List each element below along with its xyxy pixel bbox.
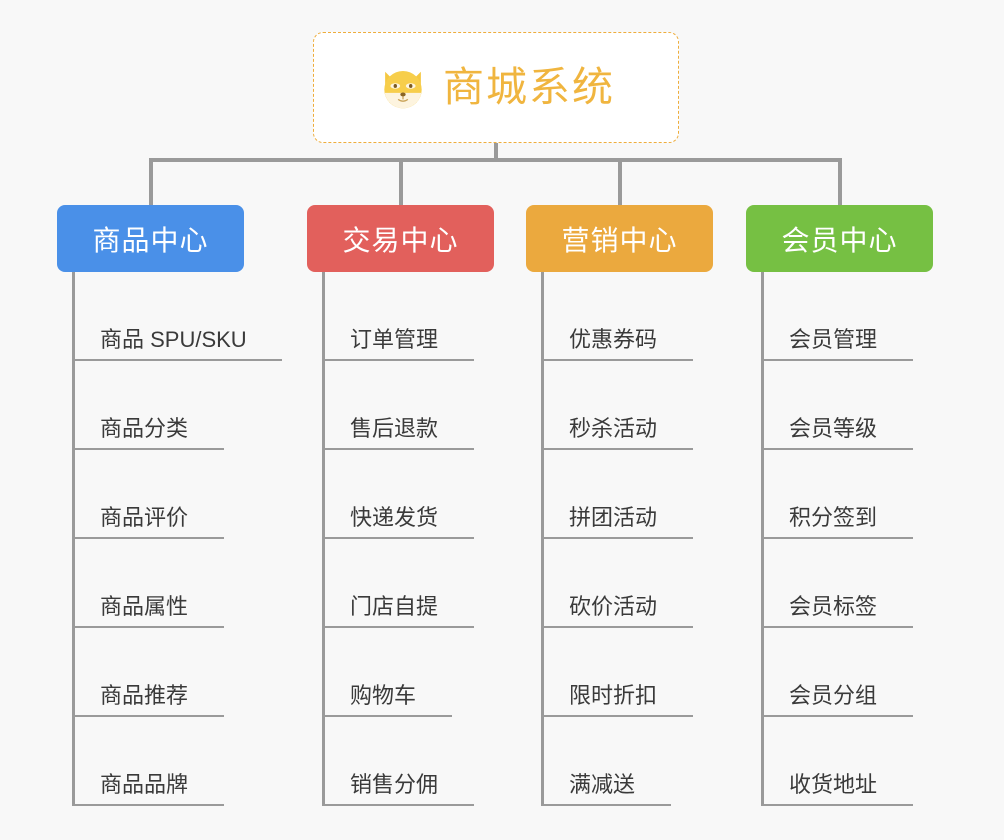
leaf-underline [541,626,693,628]
column-spine [72,272,75,806]
shiba-dog-face-icon [377,62,429,114]
leaf-underline [541,537,693,539]
leaf-item[interactable]: 商品推荐 [72,628,234,717]
leaf-label: 积分签到 [789,505,878,530]
leaf-underline [322,715,452,717]
leaf-item[interactable]: 拼团活动 [541,450,703,539]
leaf-label: 商品品牌 [100,772,189,797]
connector-root-stem [494,143,498,162]
leaf-label: 会员分组 [789,683,878,708]
column-spine [541,272,544,806]
leaf-underline [72,626,224,628]
leaf-item[interactable]: 砍价活动 [541,539,703,628]
leaf-underline [72,804,224,806]
category-box-2[interactable]: 交易中心 [307,205,494,272]
column-spine [322,272,325,806]
leaf-underline [541,359,693,361]
leaf-underline [72,537,224,539]
leaf-item[interactable]: 订单管理 [322,272,484,361]
leaf-underline [761,626,913,628]
leaf-label: 会员标签 [789,594,878,619]
leaf-item[interactable]: 商品品牌 [72,717,234,806]
category-box-3[interactable]: 营销中心 [526,205,713,272]
root-title: 商城系统 [443,64,615,110]
leaf-underline [541,448,693,450]
leaf-label: 拼团活动 [569,505,658,530]
leaf-label: 秒杀活动 [569,416,658,441]
leaf-label: 订单管理 [350,327,439,352]
leaf-underline [761,448,913,450]
leaf-label: 商品分类 [100,416,189,441]
leaf-item[interactable]: 商品分类 [72,361,234,450]
leaf-label: 商品评价 [100,505,189,530]
leaf-item[interactable]: 售后退款 [322,361,484,450]
category-label: 营销中心 [561,224,678,256]
leaf-label: 商品推荐 [100,683,189,708]
leaf-label: 收货地址 [789,772,878,797]
leaf-item[interactable]: 会员管理 [761,272,923,361]
leaf-item[interactable]: 门店自提 [322,539,484,628]
leaf-underline [761,537,913,539]
column-spine [761,272,764,806]
leaf-underline [761,804,913,806]
leaf-item[interactable]: 购物车 [322,628,462,717]
leaf-label: 快递发货 [350,505,439,530]
leaf-label: 砍价活动 [569,594,658,619]
leaf-underline [541,804,671,806]
category-label: 会员中心 [781,224,898,256]
leaf-label: 会员管理 [789,327,878,352]
category-label: 交易中心 [342,224,459,256]
leaf-item[interactable]: 满减送 [541,717,681,806]
category-box-1[interactable]: 商品中心 [57,205,244,272]
connector-drop-4 [837,158,842,205]
leaf-label: 门店自提 [350,594,439,619]
leaf-underline [322,537,474,539]
leaf-item[interactable]: 会员分组 [761,628,923,717]
category-box-4[interactable]: 会员中心 [746,205,933,272]
leaf-item[interactable]: 积分签到 [761,450,923,539]
leaf-label: 限时折扣 [569,683,658,708]
leaf-underline [322,626,474,628]
leaf-item[interactable]: 商品 SPU/SKU [72,272,292,361]
leaf-item[interactable]: 快递发货 [322,450,484,539]
connector-drop-3 [617,158,622,205]
leaf-label: 销售分佣 [350,772,439,797]
leaf-item[interactable]: 销售分佣 [322,717,484,806]
leaf-item[interactable]: 会员标签 [761,539,923,628]
leaf-label: 满减送 [569,772,636,797]
leaf-underline [322,359,474,361]
leaf-underline [541,715,693,717]
leaf-item[interactable]: 收货地址 [761,717,923,806]
leaf-underline [322,448,474,450]
connector-drop-1 [148,158,153,205]
leaf-item[interactable]: 秒杀活动 [541,361,703,450]
connector-drop-2 [398,158,403,205]
leaf-item[interactable]: 商品属性 [72,539,234,628]
leaf-item[interactable]: 优惠券码 [541,272,703,361]
leaf-label: 购物车 [350,683,417,708]
leaf-label: 商品 SPU/SKU [100,327,247,352]
root-node[interactable]: 商城系统 [313,32,679,143]
leaf-underline [761,359,913,361]
leaf-label: 会员等级 [789,416,878,441]
leaf-underline [322,804,474,806]
leaf-item[interactable]: 会员等级 [761,361,923,450]
leaf-label: 商品属性 [100,594,189,619]
category-label: 商品中心 [92,224,209,256]
leaf-underline [72,448,224,450]
leaf-underline [72,715,224,717]
connector-horizontal-bus [148,158,842,162]
leaf-item[interactable]: 限时折扣 [541,628,703,717]
leaf-underline [72,359,282,361]
leaf-underline [761,715,913,717]
leaf-label: 优惠券码 [569,327,658,352]
leaf-label: 售后退款 [350,416,439,441]
leaf-item[interactable]: 商品评价 [72,450,234,539]
